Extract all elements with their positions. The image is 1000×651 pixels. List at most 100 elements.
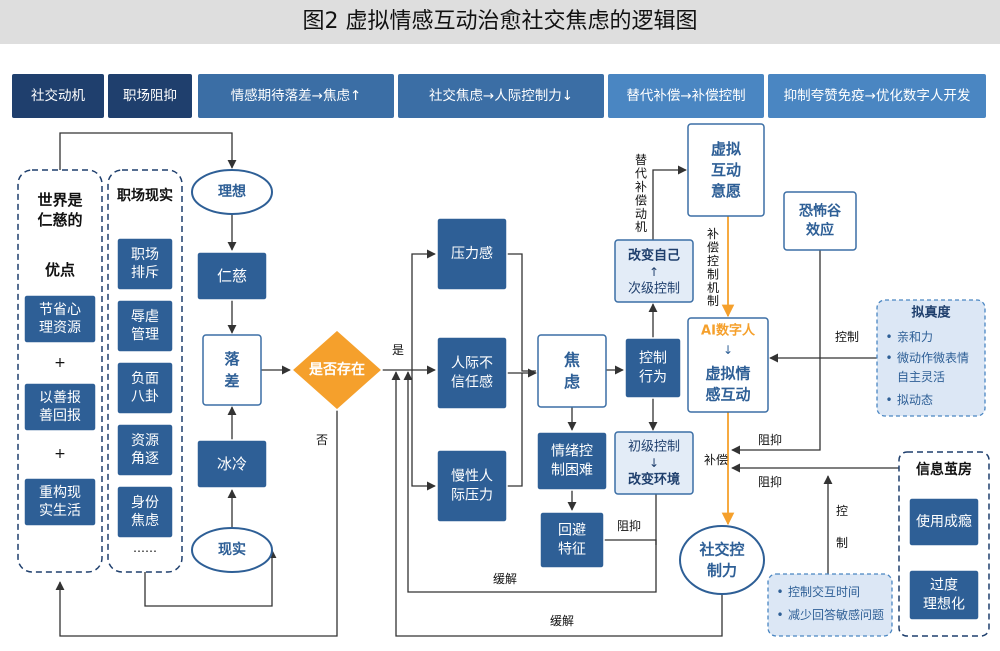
virtual-emotion-label: 虚拟情: [705, 365, 750, 383]
header-step-label: 抑制夸赞免疫→优化数字人开发: [784, 88, 971, 104]
header-step-5: [608, 74, 764, 118]
edge-pressure-anxiety: [507, 253, 536, 372]
title-bar: [0, 0, 1000, 44]
control-behavior-node: [624, 337, 682, 399]
workplace-item-label: 职场: [131, 247, 159, 263]
edge-yes-chronic: [411, 370, 436, 491]
social-control-label: 社交控: [698, 541, 744, 559]
ideal-node: [191, 169, 273, 215]
workplace-item-label: 焦虑: [131, 513, 159, 529]
no-label: 否: [316, 433, 328, 447]
compensate-label: 补偿: [704, 452, 728, 467]
realism-panel: [876, 299, 986, 417]
edge-no-match: [55, 410, 338, 637]
idealize-label: 过度: [930, 578, 958, 594]
substitute-motive-label: 替: [635, 153, 647, 167]
header-step-2: [108, 74, 192, 118]
bullet: •: [776, 585, 783, 599]
reality-label: 现实: [218, 541, 246, 558]
self-change-arrow: ↑: [649, 265, 659, 279]
workplace-item: [116, 237, 174, 291]
primary-control-label: 初级控制: [628, 440, 680, 455]
substitute-motive-label: 动: [635, 207, 647, 221]
bullet: •: [885, 351, 892, 365]
virtual-will-label: 虚拟: [711, 140, 741, 158]
workplace-item-label: 身份: [131, 495, 159, 511]
decision-diamond: [290, 328, 384, 412]
substitute-motive-label: 偿: [635, 192, 647, 207]
bullet: •: [885, 393, 892, 407]
suppress-label: 阻抑: [758, 474, 782, 489]
control-item-label: 减少回答敏感问题: [788, 607, 884, 622]
control-vertical-label: 制: [836, 536, 848, 550]
idealize-label: 理想化: [923, 597, 965, 613]
motive-item: [23, 294, 97, 344]
workplace-item-label: 辱虐: [131, 309, 159, 325]
workplace-item-label: 负面: [131, 371, 159, 387]
edge-self-will: [652, 165, 687, 240]
compensate-mechanism-label: 补: [707, 227, 719, 241]
bullet: •: [776, 608, 783, 622]
env-change-arrow: ↓: [649, 456, 659, 470]
compensate-mechanism-label: 控: [707, 254, 719, 268]
realism-item-label: 亲和力: [897, 330, 933, 344]
cocoon-panel: [898, 451, 990, 637]
header-step-1: [12, 74, 104, 118]
emotion-label: 制困难: [551, 463, 593, 479]
chronic-node: [436, 449, 508, 523]
compensate-mechanism-label: 制: [707, 294, 719, 308]
motive-item-label: 实生活: [39, 503, 81, 519]
ideal-label: 理想: [218, 183, 246, 200]
relieve-label: 缓解: [550, 614, 574, 628]
realism-item-label: 微动作微表情: [897, 351, 969, 365]
header-step-label: 情感期待落差→焦虑↑: [231, 87, 362, 104]
control-item-label: 控制交互时间: [788, 584, 860, 599]
anxiety-node: [537, 334, 607, 408]
avoid-label: 特征: [558, 542, 586, 558]
edge-motive-ideal: [59, 132, 237, 170]
cocoon-title: 信息茧房: [916, 461, 972, 478]
control-label: 控制: [835, 330, 859, 344]
social-control-label: 制力: [707, 562, 737, 580]
self-change-label: 改变自己: [628, 248, 680, 264]
motive-item: [23, 382, 97, 432]
gap-node: [202, 334, 262, 406]
decision-label: 是否存在: [309, 361, 365, 378]
header-step-4: [398, 74, 604, 118]
relieve-label: 缓解: [493, 572, 517, 586]
bullet: •: [885, 330, 892, 344]
virtual-will-label: 意愿: [711, 182, 741, 200]
virtual-will-node: [687, 123, 765, 217]
reality-node: [191, 527, 273, 573]
compensate-mechanism-label: 机: [707, 281, 719, 295]
cold-label: 冰冷: [217, 455, 247, 473]
motive-item-label: 善回报: [39, 408, 81, 424]
suppress-label: 阻抑: [758, 432, 782, 447]
motive-item-label: 理资源: [39, 320, 81, 336]
realism-item-label: 自主灵活: [897, 370, 945, 384]
gap-label: 差: [224, 372, 239, 390]
secondary-control-label: 次级控制: [628, 281, 680, 297]
workplace-title: 职场现实: [117, 187, 173, 204]
self-change-node: [614, 239, 694, 303]
addiction-node: [908, 497, 980, 547]
kind-node: [196, 251, 268, 301]
control-behavior-label: 行为: [639, 370, 667, 386]
workplace-item: [116, 423, 174, 477]
avoid-node: [539, 511, 605, 569]
header-step-6: [768, 74, 986, 118]
motive-title: 仁慈的: [37, 211, 82, 229]
header-step-label: 社交焦虑→人际控制力↓: [429, 87, 573, 104]
substitute-motive-label: 机: [635, 220, 647, 234]
emotion-node: [536, 431, 608, 491]
workplace-item-label: 角逐: [131, 451, 159, 467]
workplace-more: ……: [133, 541, 157, 555]
edge-uncanny-suppress: [731, 250, 821, 455]
distrust-node: [436, 336, 508, 410]
pressure-node: [436, 217, 508, 291]
header-step-label: 职场阻抑: [123, 88, 177, 104]
control-behavior-label: 控制: [639, 351, 667, 367]
substitute-motive-label: 代: [635, 166, 647, 180]
distrust-label: 信任感: [451, 374, 493, 391]
addiction-label: 使用成瘾: [916, 513, 972, 530]
